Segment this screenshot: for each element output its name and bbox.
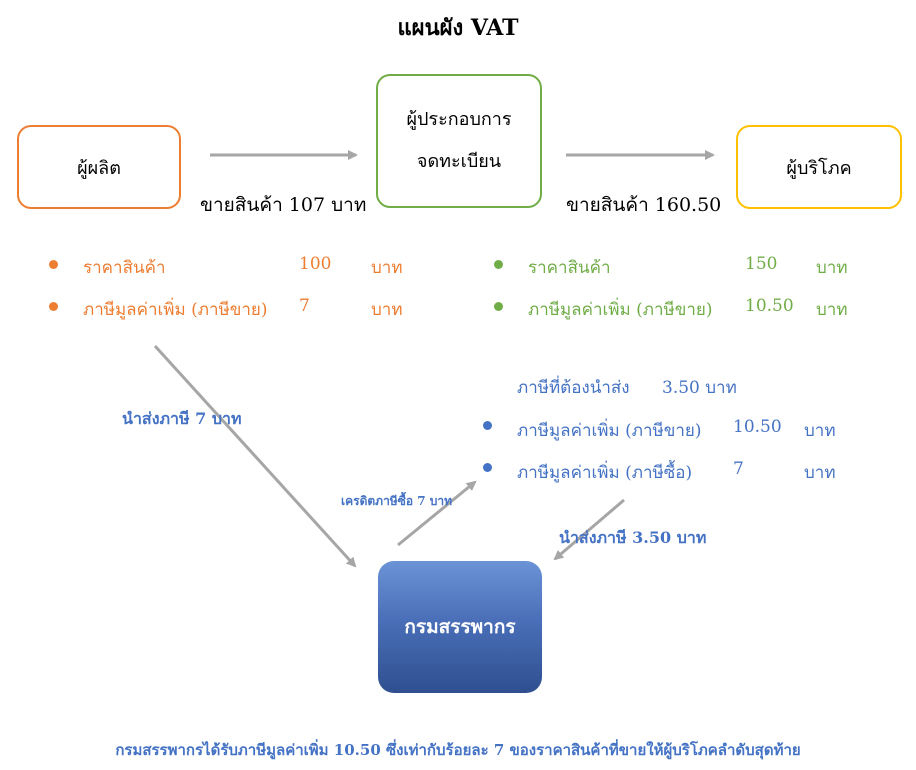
purchase-credit-label: เครดิตภาษีซื้อ 7 บาท xyxy=(341,494,453,508)
tax-due-item-value: 10.50 xyxy=(733,417,782,437)
sale-label-to-consumer: ขายสินค้า 160.50 xyxy=(566,194,722,216)
revenue-department-label: กรมสรรพากร xyxy=(404,616,516,638)
arrow-producer-to-revenue xyxy=(153,344,357,568)
bullet-icon xyxy=(494,260,503,269)
producer-item-unit: บาท xyxy=(371,258,403,278)
producer-item-unit: บาท xyxy=(371,300,403,320)
sale-label-to-registered: ขายสินค้า 107 บาท xyxy=(200,194,367,216)
producer-label: ผู้ผลิต xyxy=(77,157,121,179)
producer-item-value: 100 xyxy=(299,254,332,274)
bullet-icon xyxy=(494,302,503,311)
arrow-registered-remit-to-revenue xyxy=(553,498,625,561)
tax-due-amount: 3.50 บาท xyxy=(662,378,737,398)
tax-due-item-unit: บาท xyxy=(804,421,836,441)
registered-item-label: ภาษีมูลค่าเพิ่ม (ภาษีขาย) xyxy=(528,300,713,320)
producer-item-value: 7 xyxy=(299,296,310,316)
bullet-icon xyxy=(483,463,492,472)
tax-due-item-value: 7 xyxy=(733,459,744,479)
bullet-icon xyxy=(49,260,58,269)
registered-operator-box: ผู้ประกอบการ จดทะเบียน xyxy=(376,74,542,208)
producer-item-label: ภาษีมูลค่าเพิ่ม (ภาษีขาย) xyxy=(83,300,268,320)
registered-item-value: 150 xyxy=(745,254,778,274)
consumer-box: ผู้บริโภค xyxy=(736,125,902,209)
producer-item-label: ราคาสินค้า xyxy=(83,258,166,278)
registered-label-line1: ผู้ประกอบการ xyxy=(406,109,512,130)
tax-due-item-label: ภาษีมูลค่าเพิ่ม (ภาษีซื้อ) xyxy=(517,463,693,483)
footer-note: กรมสรรพากรได้รับภาษีมูลค่าเพิ่ม 10.50 ซึ… xyxy=(115,741,801,759)
registered-label-line2: จดทะเบียน xyxy=(416,151,502,172)
tax-due-item-unit: บาท xyxy=(804,463,836,483)
registered-item-label: ราคาสินค้า xyxy=(528,258,611,278)
registered-item-unit: บาท xyxy=(816,258,848,278)
registered-item-unit: บาท xyxy=(816,300,848,320)
bullet-icon xyxy=(49,302,58,311)
tax-due-heading: ภาษีที่ต้องนำส่ง xyxy=(517,378,630,398)
tax-due-item-label: ภาษีมูลค่าเพิ่ม (ภาษีขาย) xyxy=(517,421,702,441)
consumer-label: ผู้บริโภค xyxy=(786,157,852,179)
page-title: แผนผัง VAT xyxy=(397,15,519,41)
registered-item-value: 10.50 xyxy=(745,296,794,316)
arrow-credit-to-tax-due xyxy=(397,480,477,547)
bullet-icon xyxy=(483,421,492,430)
registered-remit-label: นำส่งภาษี 3.50 บาท xyxy=(559,528,707,547)
revenue-department-box: กรมสรรพากร xyxy=(378,561,542,693)
producer-remit-label: นำส่งภาษี 7 บาท xyxy=(122,409,242,428)
producer-box: ผู้ผลิต xyxy=(17,125,181,209)
